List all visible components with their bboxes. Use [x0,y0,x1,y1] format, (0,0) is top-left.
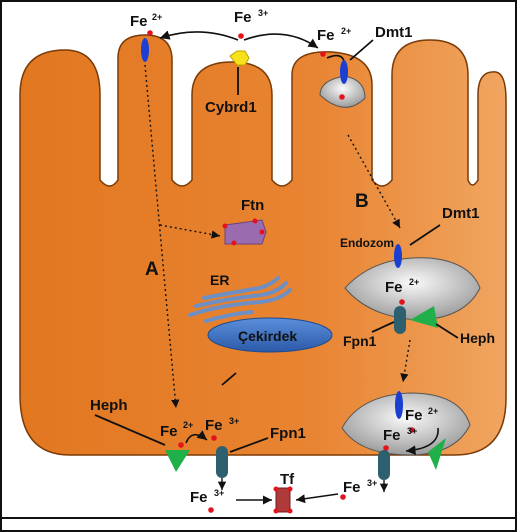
fe2-top-left-label: Fe [130,13,148,30]
fe3-out-right-sup: 3+ [367,478,377,488]
dmt1-transporter-endosome [394,244,402,268]
ferritin-iron-1 [223,224,228,229]
tf-iron-4 [288,509,293,514]
path-a-label: A [145,259,159,280]
fe-ion-endosome [399,299,405,305]
heph-bottom-label: Heph [90,397,128,414]
fpn1-endosome-label: Fpn1 [343,333,377,349]
fe2-endosome-sup: 2+ [409,277,419,287]
fe3-out-left-sup: 3+ [214,488,224,498]
transferrin-label: Tf [280,471,295,488]
fe3-ion-top [238,33,244,39]
fe2-endosome-label: Fe [385,279,403,296]
tf-iron-3 [274,509,279,514]
fe3-recycle-sup: 3+ [407,426,417,436]
transferrin-shape [276,488,290,512]
fpn1-endosome-shape [394,306,406,334]
dmt1-transporter-left [141,38,149,62]
dmt1-top-label: Dmt1 [375,24,413,41]
fe3-out-left-label: Fe [190,489,208,506]
fe3-top-sup: 3+ [258,8,268,18]
fe2-top-left-sup: 2+ [152,12,162,22]
dmt1-transporter-lower [395,391,403,419]
fe2-bottom-label: Fe [160,423,178,440]
fe2-ion-bottom [178,442,184,448]
fe2-top-right-sup: 2+ [341,26,351,36]
ferritin-iron-4 [232,241,237,246]
ferritin-iron-3 [260,230,265,235]
fe2-bottom-sup: 2+ [183,420,193,430]
fe3-recycle-label: Fe [383,427,401,444]
ferritin-label: Ftn [241,197,264,214]
nucleus-label: Çekirdek [238,328,297,344]
heph-endosome-label: Heph [460,330,495,346]
dmt1-endosome-label: Dmt1 [442,205,480,222]
endosome-label: Endozom [340,236,394,250]
path-b-label: B [355,191,369,212]
fe3-top-label: Fe [234,9,252,26]
tf-iron-1 [274,487,279,492]
dmt1-transporter-right [340,60,348,84]
cybrd1-label: Cybrd1 [205,99,257,116]
tf-iron-2 [288,487,293,492]
fpn1-recycle-shape [378,450,390,480]
fe3-out-right-label: Fe [343,479,361,496]
fe3-ion-bottom [211,435,217,441]
fe3-bottom-label: Fe [205,417,223,434]
er-label: ER [210,272,229,288]
fpn1-bottom-label: Fpn1 [270,425,306,442]
fe-ion-apical-endosome [339,94,345,100]
ferritin-iron-2 [253,219,258,224]
fe2-recycle-label: Fe [405,407,423,424]
fe2-recycle-sup: 2+ [428,406,438,416]
fe-ion-recycle-2 [383,445,389,451]
fe2-ion-top-left [147,30,153,36]
fe3-bottom-sup: 3+ [229,416,239,426]
fe2-ion-top-right [320,51,326,57]
fe3-ion-out-right [340,494,346,500]
cell-body [20,35,506,455]
fe2-top-right-label: Fe [317,27,335,44]
fe3-ion-out-left [208,507,214,513]
fpn1-bottom-shape [216,446,228,478]
